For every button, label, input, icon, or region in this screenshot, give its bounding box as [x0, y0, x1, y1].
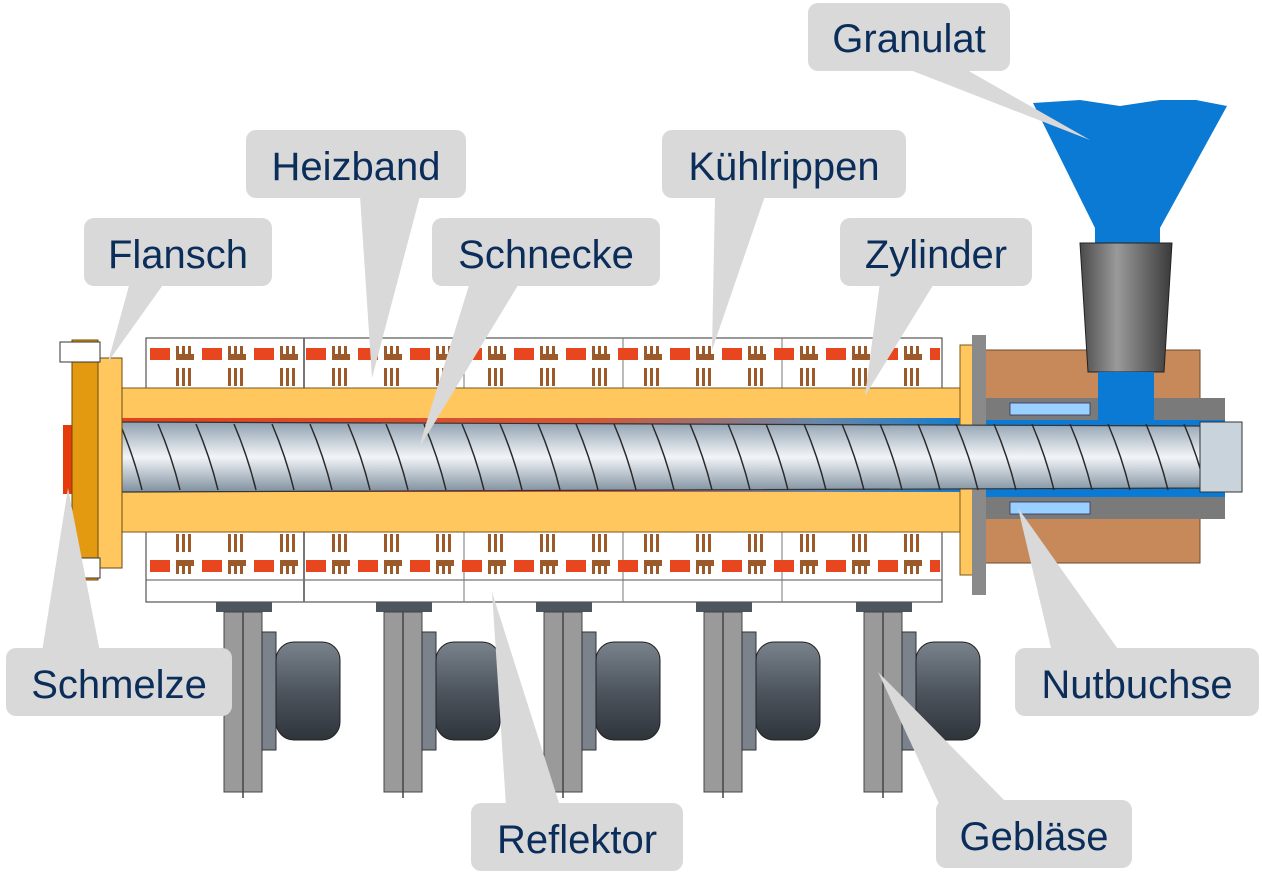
- hopper-sleeve: [1079, 242, 1173, 373]
- label-granulat: Granulat: [832, 17, 985, 61]
- hopper-granulate: [1033, 100, 1227, 228]
- screw-flight: [1069, 423, 1093, 491]
- callout-kuehlrippen: Kühlrippen: [662, 130, 906, 350]
- fan-unit: [376, 602, 501, 798]
- screw-flight: [917, 423, 941, 491]
- screw-flight: [271, 423, 295, 491]
- screw-flight: [233, 423, 257, 491]
- extruder-machine: [59, 100, 1243, 798]
- screw-flight: [385, 423, 409, 491]
- screw-flight: [727, 423, 751, 491]
- callout-geblaese: Gebläse: [878, 672, 1132, 868]
- label-zylinder: Zylinder: [865, 233, 1007, 277]
- screw-flight: [765, 423, 789, 491]
- screw-flight: [195, 423, 219, 491]
- screw-flight: [993, 423, 1017, 491]
- label-flansch: Flansch: [108, 233, 248, 277]
- fan-unit: [536, 602, 661, 798]
- label-nutbuchse: Nutbuchse: [1041, 663, 1232, 707]
- fans: [216, 602, 981, 798]
- callout-schnecke: Schnecke: [418, 218, 660, 450]
- screw-flight: [575, 423, 599, 491]
- screw-flight: [1107, 423, 1131, 491]
- label-geblaese: Gebläse: [960, 815, 1109, 859]
- screw-flight: [651, 423, 675, 491]
- screw-flight: [879, 423, 903, 491]
- screw-flight: [689, 423, 713, 491]
- callout-heizband: Heizband: [246, 130, 466, 378]
- callout-zylinder: Zylinder: [840, 218, 1032, 396]
- screw: [97, 421, 1206, 493]
- screw-flight: [841, 423, 865, 491]
- cooling-fins-bottom: [148, 534, 940, 574]
- cooling-fins-top: [148, 346, 940, 386]
- screw-flight: [309, 423, 333, 491]
- screw-flight: [1031, 423, 1055, 491]
- callout-flansch: Flansch: [84, 218, 272, 362]
- label-schnecke: Schnecke: [458, 233, 634, 277]
- screw-flight: [803, 423, 827, 491]
- label-heizband: Heizband: [271, 145, 440, 189]
- fan-unit: [696, 602, 821, 798]
- screw-flight: [537, 423, 561, 491]
- callout-reflektor: Reflektor: [471, 592, 683, 871]
- callout-granulat: Granulat: [808, 3, 1090, 140]
- screw-flight: [1145, 423, 1169, 491]
- label-kuehlrippen: Kühlrippen: [688, 145, 879, 189]
- screw-flight: [613, 423, 637, 491]
- fan-unit: [216, 602, 341, 798]
- screw-flight: [461, 423, 485, 491]
- label-schmelze: Schmelze: [31, 663, 207, 707]
- label-reflektor: Reflektor: [497, 818, 657, 862]
- screw-flight: [157, 423, 181, 491]
- screw-flight: [955, 423, 979, 491]
- screw-flight: [119, 423, 143, 491]
- callout-schmelze: Schmelze: [6, 488, 232, 716]
- screw-flight: [499, 423, 523, 491]
- callout-nutbuchse: Nutbuchse: [1015, 508, 1259, 716]
- screw-flight: [347, 423, 371, 491]
- screw-flights: [119, 423, 1207, 491]
